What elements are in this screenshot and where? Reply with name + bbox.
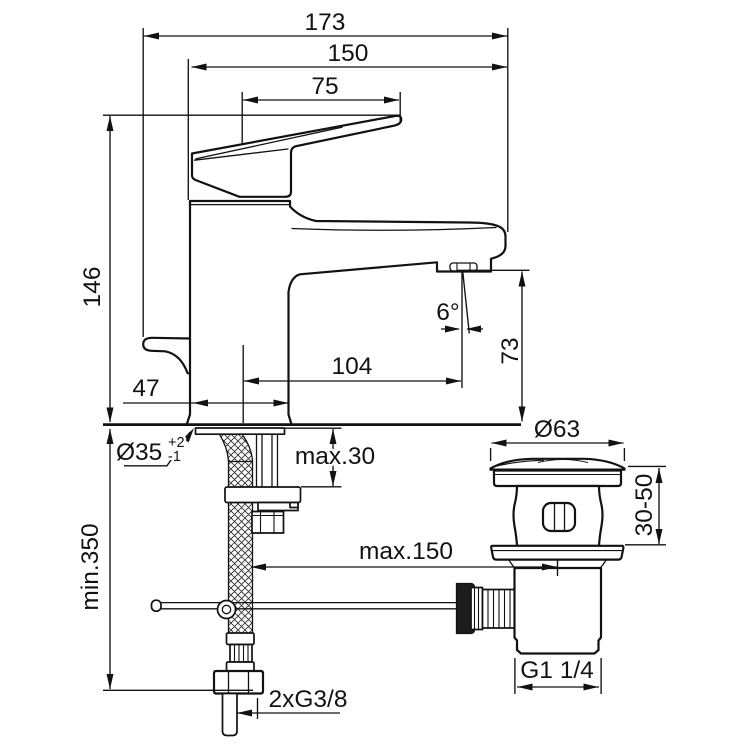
dim-150-label: 150 [328, 40, 369, 67]
waste-cap-flange [492, 469, 623, 488]
dimension-73 [457, 269, 530, 422]
dimension-2xg38 [237, 698, 340, 719]
dim-dia35-tol-plus: +2 [168, 435, 185, 451]
dim-2xg38-label: 2xG3/8 [269, 686, 348, 713]
dimension-146 [103, 114, 400, 423]
supply-shank [255, 433, 279, 489]
dimension-173 [142, 28, 509, 337]
dimension-75 [241, 92, 401, 145]
waste-tailpiece [513, 566, 603, 655]
dim-angle-label: 6° [436, 299, 459, 326]
dim-146-label: 146 [79, 267, 106, 308]
dimension-47 [123, 399, 290, 407]
waste-plug-cap [489, 457, 626, 471]
dim-max30-label: max.30 [295, 443, 375, 470]
deck-hole-flange [194, 427, 286, 436]
faucet-body [185, 199, 507, 426]
supply-tube-end [221, 692, 238, 737]
hose-end-fitting [212, 632, 265, 737]
lever-blade [190, 114, 403, 198]
popup-knob-hook [142, 336, 192, 375]
popup-rod [150, 599, 461, 613]
aerator-slot [449, 262, 478, 272]
dim-dia63-label: Ø63 [534, 416, 580, 443]
dim-73-label: 73 [497, 337, 524, 364]
lever-handle [190, 114, 403, 198]
dim-dia35-tol-minus: -1 [168, 449, 181, 465]
dimension-g114 [514, 658, 602, 694]
mounting-bracket [224, 486, 302, 534]
waste-lower-flange [490, 544, 625, 561]
waste-lever-slot [541, 501, 577, 533]
dim-dia35-label: Ø35 [116, 439, 162, 466]
dim-min350-label: min.350 [77, 523, 104, 610]
dim-173-label: 173 [305, 9, 346, 36]
dim-max150-label: max.150 [359, 538, 453, 565]
dimension-dia63 [489, 439, 626, 461]
dim-30-50-label: 30-50 [631, 474, 658, 537]
dim-75-label: 75 [311, 73, 338, 100]
dimension-dia35-leader [124, 428, 194, 467]
popup-waste-assembly [455, 457, 626, 655]
dimension-max30 [284, 427, 342, 488]
dimension-104 [242, 345, 461, 423]
dimension-min350 [103, 429, 253, 691]
dimension-30-50 [625, 465, 666, 546]
dimension-150 [187, 59, 507, 200]
dimension-max150 [251, 559, 559, 576]
supply-nut [212, 669, 265, 695]
dimension-angle-6deg [441, 271, 483, 388]
body-and-spout-outline [185, 199, 507, 426]
dim-104-label: 104 [332, 353, 373, 380]
popup-rod-clamp [216, 599, 237, 620]
dim-47-label: 47 [132, 375, 159, 402]
dim-g114-label: G1 1/4 [520, 657, 594, 684]
